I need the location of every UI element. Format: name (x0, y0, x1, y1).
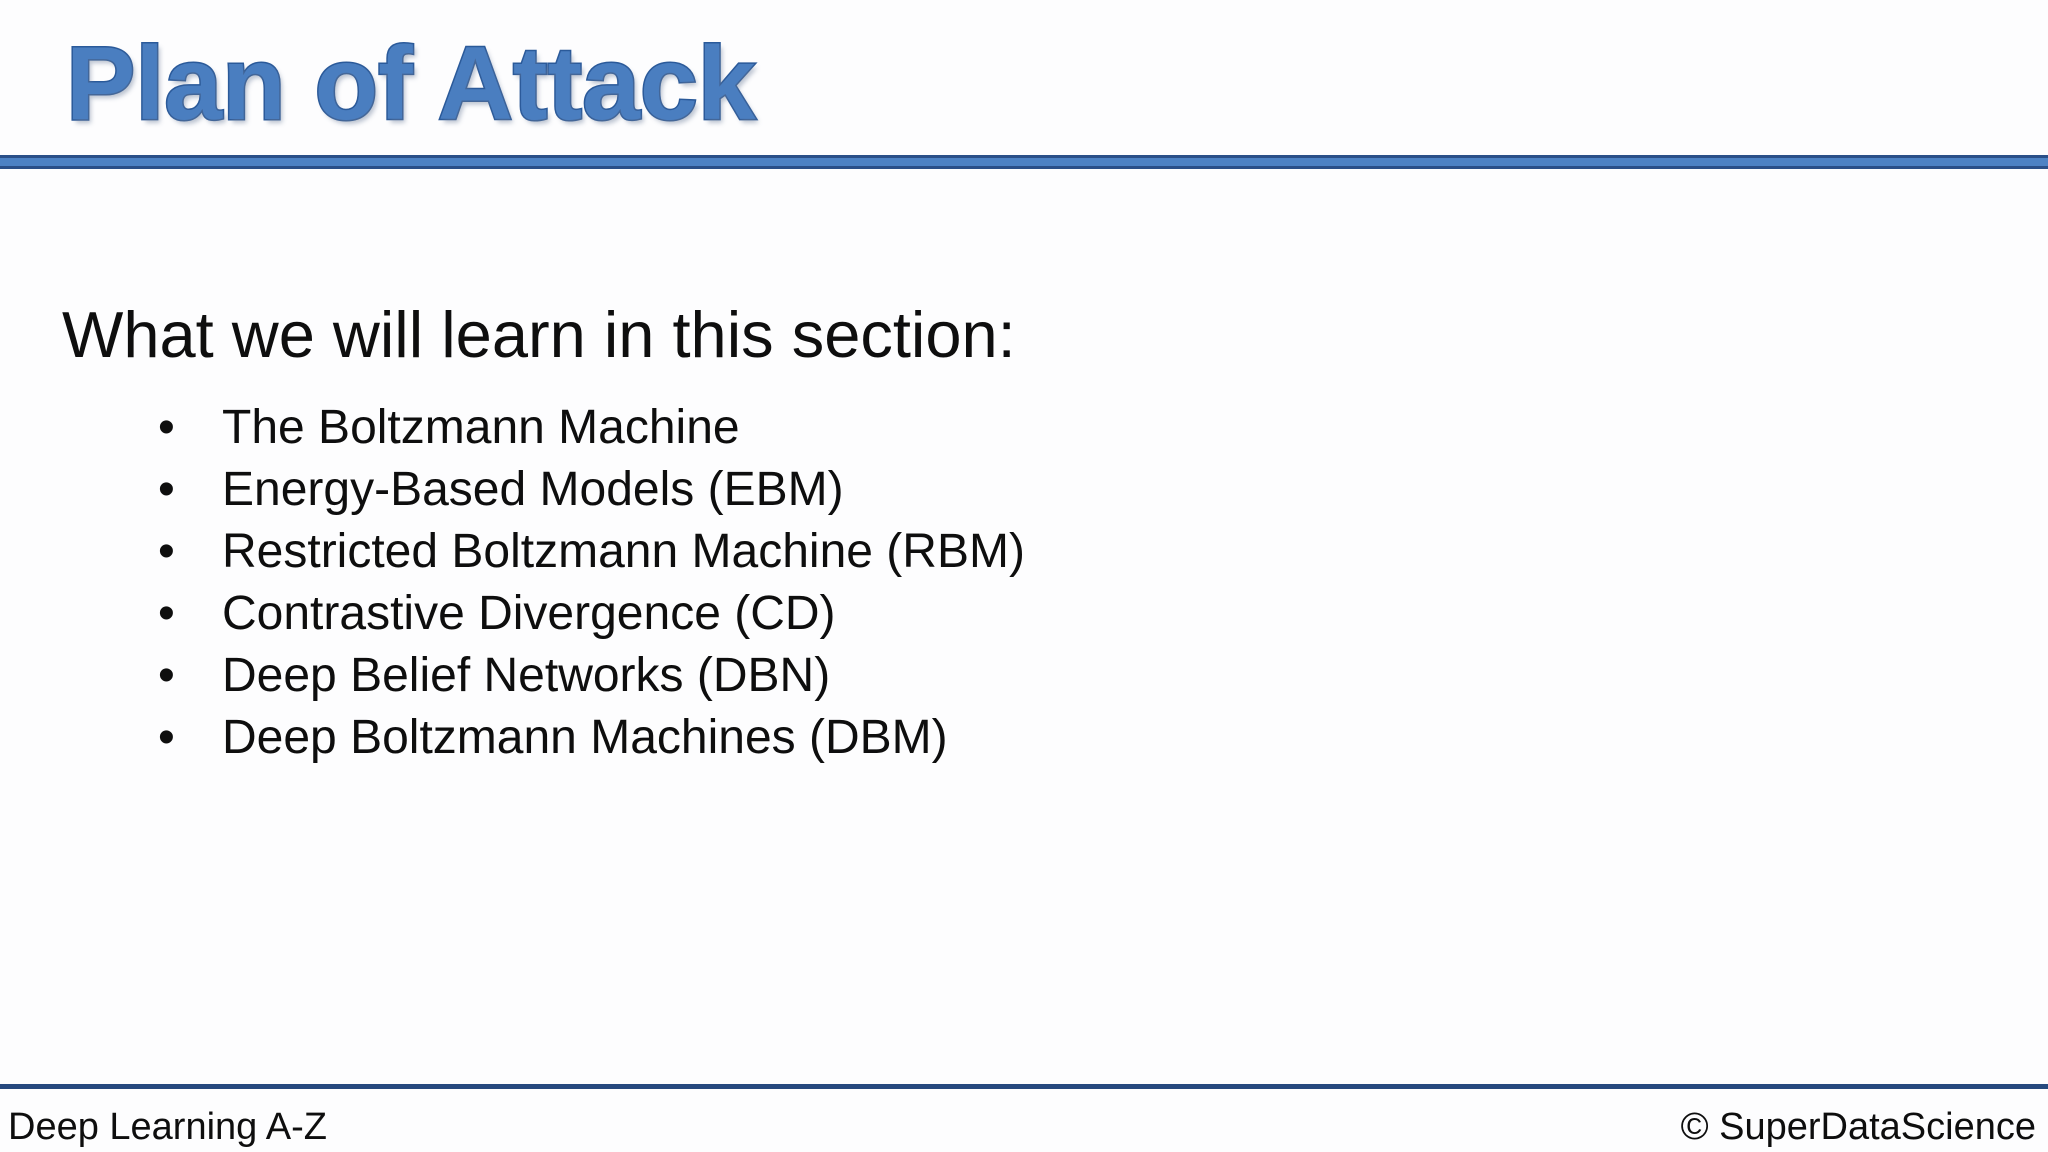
slide-title: Plan of Attack (65, 26, 758, 142)
list-item-restricted-boltzmann-machine: Restricted Boltzmann Machine (RBM) (158, 521, 1025, 583)
footer: Deep Learning A-Z © SuperDataScience (8, 1108, 2036, 1146)
list-item-contrastive-divergence: Contrastive Divergence (CD) (158, 583, 1025, 645)
list-item-energy-based-models: Energy-Based Models (EBM) (158, 459, 1025, 521)
topics-list: The Boltzmann Machine Energy-Based Model… (158, 397, 1025, 769)
footer-course-name: Deep Learning A-Z (8, 1106, 327, 1148)
list-item-deep-boltzmann-machines: Deep Boltzmann Machines (DBM) (158, 707, 1025, 769)
footer-copyright: © SuperDataScience (1680, 1106, 2036, 1148)
list-item-deep-belief-networks: Deep Belief Networks (DBN) (158, 645, 1025, 707)
section-heading: What we will learn in this section: (62, 298, 1016, 371)
footer-divider (0, 1084, 2048, 1089)
title-divider (0, 155, 2048, 169)
list-item-boltzmann-machine: The Boltzmann Machine (158, 397, 1025, 459)
